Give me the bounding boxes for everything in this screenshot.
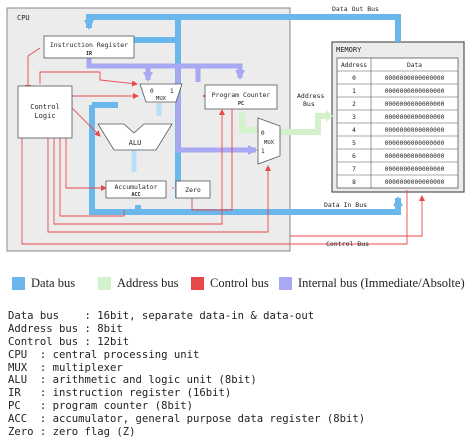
note-line: ACC : accumulator, general purpose data …: [8, 413, 366, 426]
accumulator-abbr: ACC: [131, 192, 140, 198]
mux-right-in1: 1: [261, 148, 265, 155]
notes: Data bus : 16bit, separate data-in & dat…: [8, 310, 365, 439]
zero-block: [175, 180, 211, 199]
legend-item-address-bus: Address bus: [98, 273, 178, 293]
memory-table-cell-address: 2: [352, 101, 356, 108]
mux-right-in0: 0: [261, 130, 265, 137]
instruction-register-label: Instruction Register: [50, 41, 128, 49]
control-logic-label-1: Control: [30, 103, 60, 111]
mux-right-block: [257, 117, 281, 165]
memory-table-cell-address: 3: [352, 114, 356, 121]
note-line: IR : instruction register (16bit): [8, 387, 232, 400]
note-line: Zero : zero flag (Z): [8, 426, 136, 439]
data-in-bus-label: Data In Bus: [324, 201, 367, 209]
mux-top-block: [139, 83, 183, 103]
memory-table-cell-data: 0000000000000000: [385, 88, 445, 95]
alu-to-acc-bus: [131, 103, 162, 172]
memory-table-cell-address: 6: [352, 153, 356, 160]
instruction-register-abbr: IR: [86, 51, 93, 57]
alu-label: ALU: [129, 139, 142, 147]
memory-table-cell-data: 0000000000000000: [385, 114, 445, 121]
memory-table-cell-data: 0000000000000000: [385, 166, 445, 173]
memory-table-cell-address: 4: [352, 127, 356, 134]
legend-label-internal-bus: Internal bus (Immediate/Absolte): [298, 275, 465, 290]
memory-table-cell-address: 5: [352, 140, 356, 147]
program-counter-block: [204, 84, 278, 110]
note-line: Address bus : 8bit: [8, 322, 123, 335]
note-line: MUX : multiplexer: [8, 361, 123, 374]
memory-table-cell-data: 0000000000000000: [385, 75, 445, 82]
control-logic-label-2: Logic: [34, 112, 55, 120]
internal-bus: [86, 58, 258, 155]
legend-item-internal-bus: Internal bus (Immediate/Absolte): [279, 273, 465, 293]
alu-block: [97, 123, 173, 151]
memory-table-cell-data: 0000000000000000: [385, 101, 445, 108]
memory-table-cell-address: 0: [352, 75, 356, 82]
zero-label: Zero: [185, 186, 201, 194]
legend-label-data-bus: Data bus: [31, 275, 76, 290]
data-out-bus-label: Data Out Bus: [332, 5, 379, 13]
address-bus: [239, 110, 333, 135]
legend-swatch-internal-bus: [279, 276, 292, 290]
legend: Data bus Address bus Control bus Interna…: [0, 270, 474, 296]
legend-label-control-bus: Control bus: [210, 275, 269, 290]
memory-table-cell-address: 1: [352, 88, 356, 95]
legend-item-data-bus: Data bus: [12, 273, 75, 293]
memory-table-cell-address: 8: [352, 179, 356, 186]
mux-top-label: MUX: [156, 96, 167, 102]
accumulator-label: Accumulator: [114, 183, 157, 191]
control-bus-label: Control Bus: [326, 240, 369, 248]
legend-item-control-bus: Control bus: [191, 273, 269, 293]
memory-table-cell-data: 0000000000000000: [385, 140, 445, 147]
program-counter-abbr: PC: [238, 101, 244, 107]
memory-table-cell-data: 0000000000000000: [385, 179, 445, 186]
accumulator-block: [105, 180, 167, 199]
program-counter-label: Program Counter: [212, 91, 271, 99]
note-line: PC : program counter (8bit): [8, 400, 193, 413]
address-bus-label-1: Address: [297, 92, 324, 100]
memory-table-cell-data: 0000000000000000: [385, 127, 445, 134]
instruction-register-block: [43, 35, 135, 59]
cpu-memory-diagram: CPU MEMORY: [6, 5, 465, 252]
legend-swatch-address-bus: [98, 276, 111, 290]
mux-top-in0: 0: [150, 88, 154, 95]
memory-table-header-data: Data: [407, 62, 422, 69]
note-line: ALU : arithmetic and logic unit (8bit): [8, 374, 257, 387]
memory-table-header-address: Address: [341, 62, 367, 69]
memory-table-cell-address: 7: [352, 166, 356, 173]
address-bus-label-2: Bus: [303, 100, 315, 108]
mux-right-label: MUX: [264, 140, 275, 146]
legend-swatch-control-bus: [191, 276, 204, 290]
mux-top-in1: 1: [170, 88, 174, 95]
legend-swatch-data-bus: [12, 276, 25, 290]
memory-label: MEMORY: [336, 46, 362, 54]
note-line: Control bus : 12bit: [8, 335, 130, 348]
memory-table-cell-data: 0000000000000000: [385, 153, 445, 160]
control-logic-block: [17, 85, 73, 139]
legend-label-address-bus: Address bus: [117, 275, 179, 290]
note-line: CPU : central processing unit: [8, 348, 200, 361]
note-line: Data bus : 16bit, separate data-in & dat…: [8, 310, 315, 322]
cpu-label: CPU: [17, 14, 30, 22]
